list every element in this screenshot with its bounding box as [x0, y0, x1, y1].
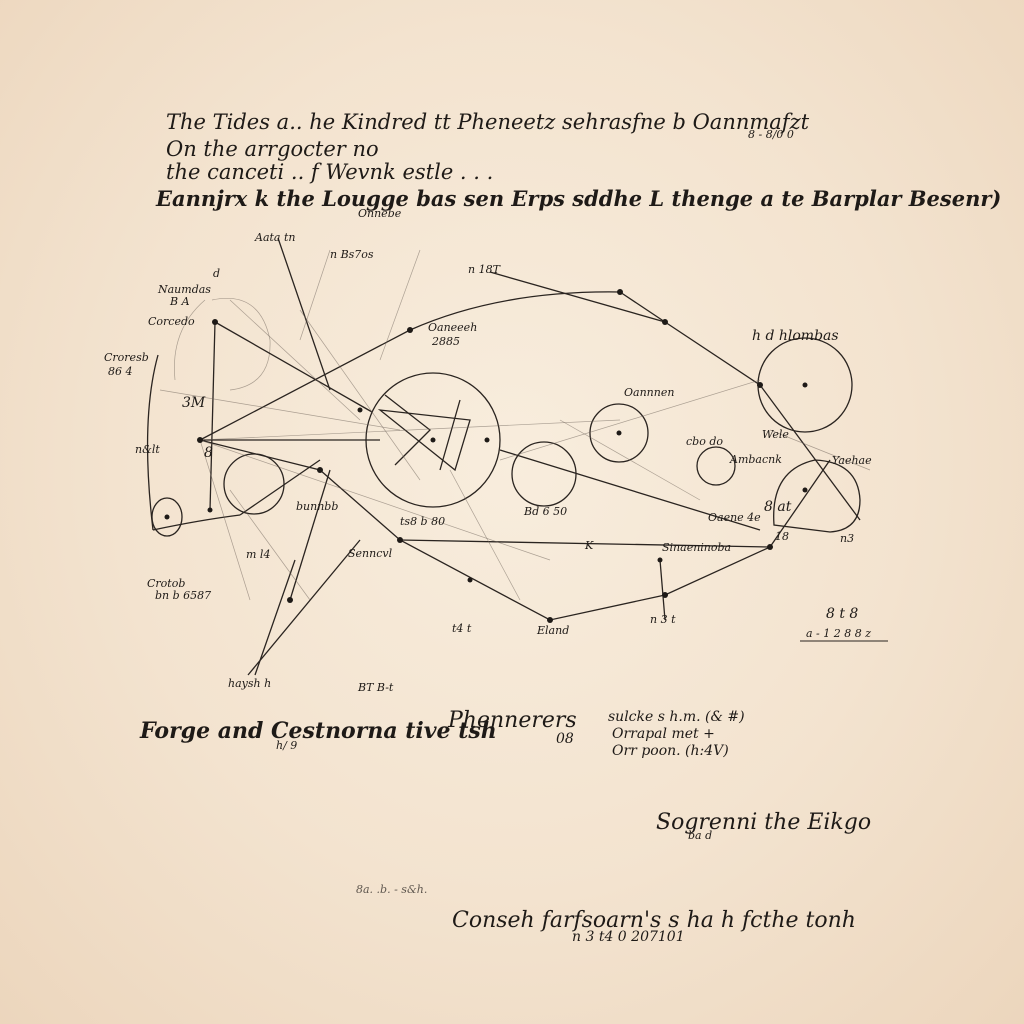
diagram-label: Aata tn [255, 231, 296, 244]
faint-note: 8a. .b. - s&h. [356, 883, 428, 896]
closing-note: Conseh farfsoarn's s ha h fcthe tonh [452, 908, 856, 933]
diagram-label: B A [170, 295, 190, 308]
left-bottom-curve [152, 514, 241, 531]
forge-note-sub: h/ 9 [276, 739, 298, 752]
diagram-label: n 3 t [650, 613, 676, 626]
diagram-label: 8 [204, 445, 213, 461]
diagram-label: Wele [762, 428, 789, 441]
diagram-label: n&lt [135, 443, 160, 456]
side-note-3: Orr poon. (h:4V) [612, 743, 729, 759]
diagram-label: 2885 [432, 335, 460, 348]
diagram-label: n 18T [468, 263, 500, 276]
center-right-circle [511, 441, 577, 507]
diagram-label: Eland [537, 624, 570, 637]
diagram-label: m l4 [246, 548, 271, 561]
diagram-label: d [213, 267, 221, 280]
fraction-bar [800, 640, 888, 642]
diagram-label: bunnbb [296, 500, 339, 513]
diagram-subtitle: Eannjrx k the Lougge bas sen Erps sddhe … [156, 186, 1002, 211]
diagram-label: Bd 6 50 [524, 505, 568, 518]
diagram-label: Senncvl [348, 547, 393, 560]
sogre-note: Sogrenni the Eikgo [656, 810, 872, 835]
header-line-1-note: 8 - 8/0 0 [748, 128, 794, 141]
subtitle-note: Onnebe [358, 207, 402, 220]
diagram-label: 8 t 8 [826, 606, 859, 622]
diagram-label: haysh h [228, 677, 272, 690]
diagram-label: BT B-t [358, 681, 394, 694]
diagram-label: Oaene 4e [708, 511, 761, 524]
diagram-label: 8 at [764, 499, 792, 515]
diagram-label: cbo do [686, 435, 723, 448]
diagram-label: Oannnen [624, 386, 675, 399]
small-right-circle [696, 446, 736, 486]
diagram-label: t4 t [452, 622, 472, 635]
diagram-label: Crotob [147, 577, 186, 590]
phen-note: Phennerers [448, 708, 577, 733]
diagram-label: Corcedo [148, 315, 195, 328]
left-boundary-curve [146, 354, 159, 531]
upper-right-circle [589, 403, 649, 463]
header-line-2: On the arrgocter no [166, 137, 379, 161]
header-line-1: The Tides a.. he Kindred tt Pheneetz seh… [166, 110, 810, 134]
diagram-label: Naumdas [158, 283, 211, 296]
upper-left-arc [211, 298, 271, 391]
diagram-label: ts8 b 80 [400, 515, 446, 528]
side-note-2: Orrapal met + [612, 726, 715, 742]
header-line-3: the canceti .. f Wevnk estle . . . [166, 160, 494, 184]
side-note-1: sulcke s h.m. (& #) [608, 709, 745, 725]
diagram-label: Oaneeeh [428, 321, 478, 334]
diagram-label: Yaehae [832, 454, 872, 467]
upper-left-arc-2 [174, 299, 206, 381]
far-right-lower-shape [773, 459, 861, 533]
closing-note-sub: n 3 t4 0 207101 [572, 929, 685, 945]
diagram-label: 18 [775, 530, 789, 543]
diagram-label: 3M [182, 395, 206, 411]
diagram-label: 86 4 [108, 365, 133, 378]
diagram-label: Ambacnk [730, 453, 782, 466]
phen-note-sub: 08 [556, 731, 574, 747]
sogre-note-sub: ba d [688, 829, 713, 842]
diagram-label: a - 1 2 8 8 z [806, 627, 872, 640]
diagram-label: K [585, 539, 594, 552]
node-dots [164, 289, 808, 623]
diagram-label: Croresb [104, 351, 149, 364]
diagram-label: n Bs7os [330, 248, 374, 261]
diagram-label: n3 [840, 532, 855, 545]
diagram-label: h d hlombas [752, 328, 839, 344]
diagram-label: Sinaeninoba [662, 541, 732, 554]
diagram-label: bn b 6587 [155, 589, 212, 602]
forge-note: Forge and Cestnorna tive tsh [140, 718, 497, 744]
